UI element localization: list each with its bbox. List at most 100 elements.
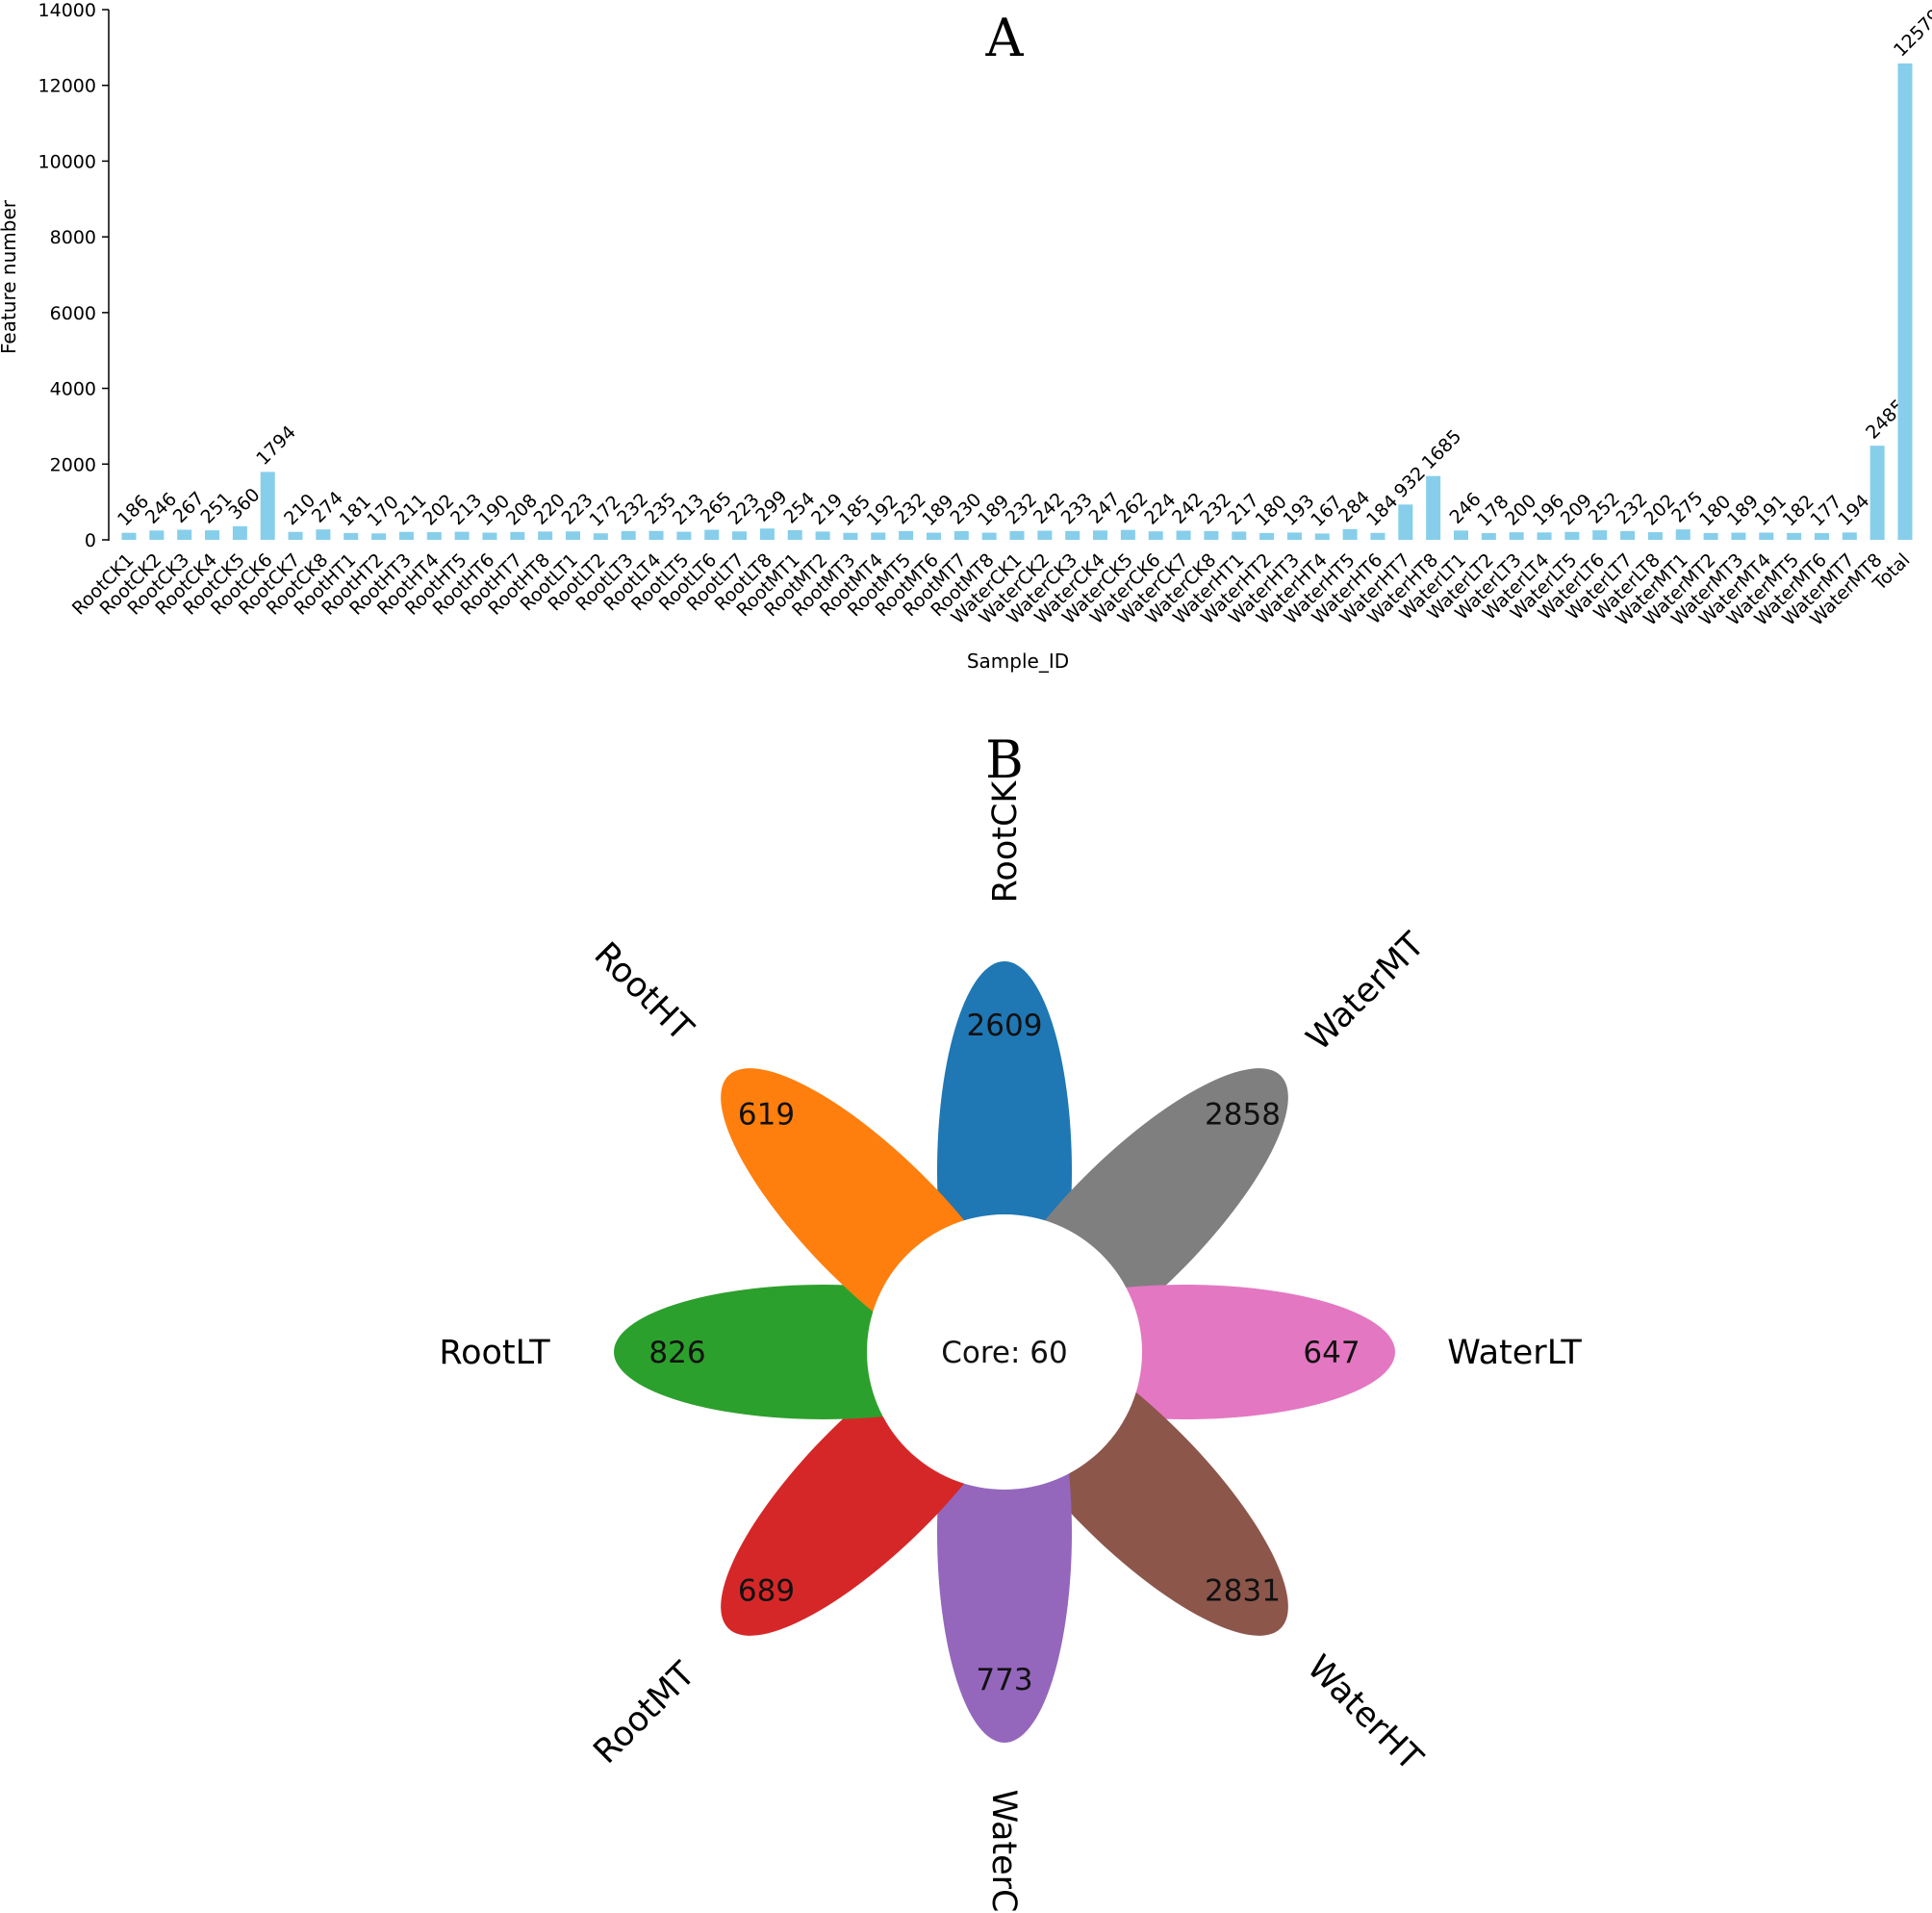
bar: [121, 532, 137, 540]
bar: [871, 532, 886, 540]
bar: [232, 525, 247, 540]
y-tick-label: 10000: [38, 151, 96, 172]
bar-value-label: 194: [1834, 491, 1873, 530]
bar: [1009, 530, 1025, 540]
bar: [1398, 504, 1413, 540]
petal-name: RootCK: [986, 780, 1025, 904]
y-tick-label: 0: [85, 530, 96, 551]
bar: [1509, 532, 1524, 540]
petal-name: WaterLT: [1447, 1334, 1582, 1372]
core-circle: [867, 1214, 1142, 1490]
petal-value: 2858: [1205, 1098, 1281, 1133]
bar: [981, 532, 997, 540]
petal-value: 647: [1303, 1336, 1360, 1370]
y-tick-label: 6000: [50, 303, 96, 324]
bar: [1537, 532, 1552, 540]
bar: [1120, 529, 1135, 540]
bar: [1481, 532, 1496, 540]
chart-title-a: A: [985, 8, 1025, 68]
bar: [398, 531, 414, 540]
petal-value: 826: [648, 1336, 705, 1370]
bar-value-label: 12579: [1890, 5, 1932, 61]
y-tick-label: 14000: [38, 0, 96, 21]
y-ticks: 0 2000 4000 6000 8000 10000 12000 14000: [38, 0, 109, 551]
y-tick-label: 2000: [50, 454, 96, 475]
bar: [704, 529, 720, 540]
bar-value-label: 360: [224, 484, 264, 523]
bar: [1759, 532, 1774, 540]
bar: [843, 532, 858, 540]
bar: [1204, 530, 1219, 540]
bar: [205, 530, 220, 540]
bar: [260, 472, 275, 540]
bar-value-label: 1794: [252, 421, 300, 470]
bar: [510, 531, 525, 540]
bar: [1842, 532, 1857, 540]
y-tick-label: 8000: [50, 227, 96, 248]
bar: [177, 529, 192, 540]
y-tick-label: 4000: [50, 379, 96, 400]
bar: [343, 532, 359, 540]
bar-value-label: 932: [1390, 463, 1430, 502]
bar: [1370, 532, 1385, 540]
y-axis-label: Feature number: [0, 199, 20, 354]
bar: [1093, 530, 1108, 540]
petal-value: 773: [976, 1663, 1032, 1697]
chart-title-b: B: [985, 729, 1024, 790]
bar: [815, 531, 830, 540]
petal-value: 2831: [1205, 1573, 1281, 1608]
bar: [1787, 532, 1802, 540]
petal-name: WaterCK: [984, 1790, 1023, 1913]
bar: [316, 529, 331, 540]
bar: [1592, 530, 1608, 540]
petal-name: RootLT: [439, 1334, 550, 1372]
bar: [1564, 531, 1580, 540]
bar: [426, 532, 442, 540]
bar: [1176, 530, 1191, 540]
bar: [1675, 529, 1690, 540]
bar: [926, 532, 941, 540]
petal-name: WaterMT: [1300, 926, 1433, 1059]
bar: [1259, 532, 1275, 540]
bar: [1037, 530, 1053, 540]
bar-chart-a: A 0 2000 4000 6000 8000 10000 12000 14000 186Ro…: [0, 0, 1932, 673]
bar-value-label: 1685: [1418, 425, 1466, 473]
bar: [1286, 532, 1302, 540]
bar: [759, 528, 775, 540]
y-tick-label: 12000: [38, 76, 96, 97]
bar: [1703, 532, 1718, 540]
bars: 186RootCK1246RootCK2267RootCK3251RootCK4…: [68, 5, 1932, 629]
bar: [1814, 533, 1829, 540]
bar: [1148, 531, 1163, 540]
petal-name: WaterHT: [1299, 1648, 1430, 1779]
bar: [1065, 530, 1080, 540]
bar: [1897, 63, 1913, 540]
petal-name: RootMT: [587, 1655, 703, 1772]
petal-value: 2609: [967, 1008, 1043, 1043]
bar: [1869, 446, 1885, 540]
bar: [1314, 533, 1330, 540]
bar: [953, 530, 969, 540]
x-axis-label: Sample_ID: [967, 650, 1069, 673]
bar: [1647, 532, 1663, 540]
bar: [566, 531, 580, 540]
bar: [787, 530, 802, 540]
bar: [482, 532, 497, 540]
bar: [1454, 530, 1468, 540]
bar: [1426, 475, 1441, 540]
bar: [1620, 530, 1636, 540]
bar: [648, 530, 664, 540]
bar: [1232, 531, 1247, 540]
bar: [288, 531, 303, 540]
core-label: Core: 60: [941, 1336, 1068, 1370]
bar: [732, 531, 748, 540]
bar: [899, 530, 914, 540]
bar: [1731, 532, 1746, 540]
bar: [371, 533, 387, 540]
bar: [593, 533, 608, 540]
bar: [621, 530, 636, 540]
bar: [149, 530, 165, 540]
petal-value: 619: [738, 1098, 795, 1133]
